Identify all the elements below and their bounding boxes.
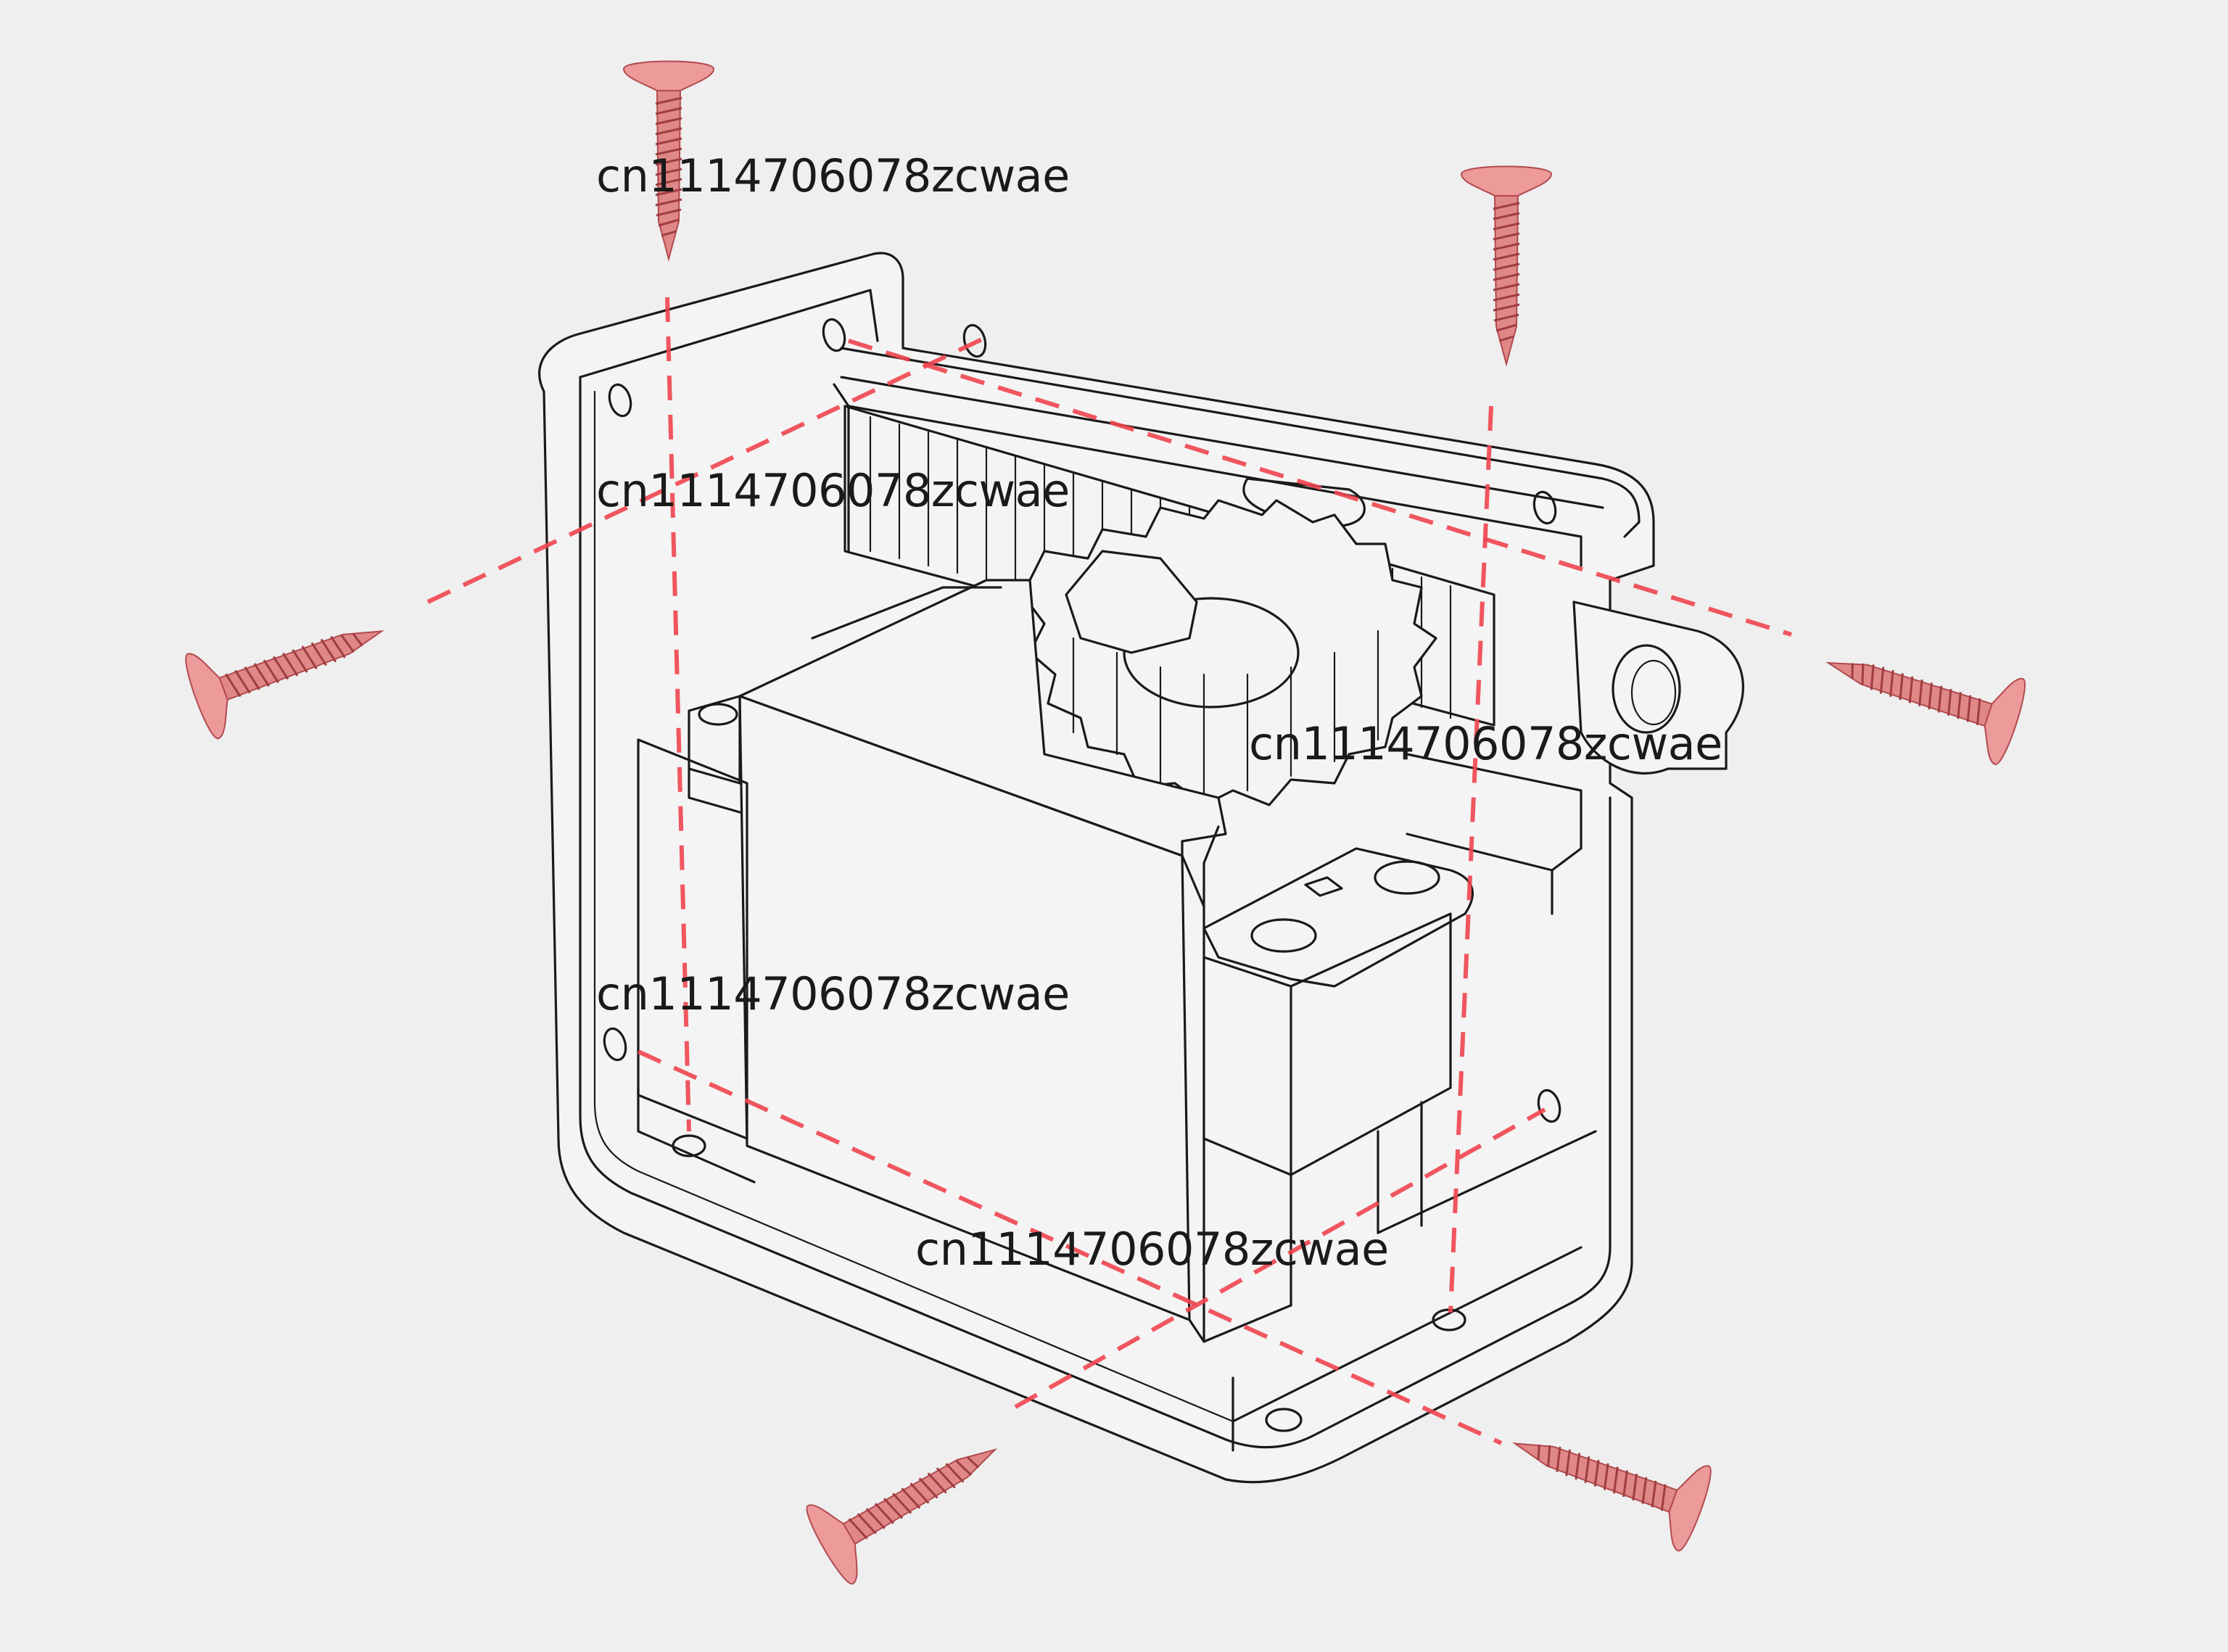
hole xyxy=(1532,490,1557,525)
hole xyxy=(1537,1089,1561,1123)
hole xyxy=(962,323,987,358)
hole xyxy=(822,318,846,352)
watermark-label: cn1114706078zcwae xyxy=(596,967,1070,1020)
hole xyxy=(603,1027,627,1062)
spur-gear xyxy=(1021,499,1437,806)
mounting-holes xyxy=(603,318,1561,1432)
watermark-label: cn1114706078zcwae xyxy=(596,149,1070,202)
hole xyxy=(672,1134,706,1157)
screw-bottom-right xyxy=(1498,1400,1717,1555)
watermark-label: cn1114706078zcwae xyxy=(596,464,1070,517)
assembly-guide-lines xyxy=(426,297,1792,1445)
hole xyxy=(1265,1408,1303,1432)
screw-top-right xyxy=(1460,165,1553,365)
watermark-label: cn1114706078zcwae xyxy=(915,1223,1389,1276)
hole xyxy=(608,383,632,418)
screw-left xyxy=(179,587,398,743)
servo-motor xyxy=(637,579,1597,1343)
watermark-label: cn1114706078zcwae xyxy=(1249,717,1722,770)
screw-bottom-left xyxy=(800,1409,1019,1589)
screw-right xyxy=(1813,619,2031,768)
